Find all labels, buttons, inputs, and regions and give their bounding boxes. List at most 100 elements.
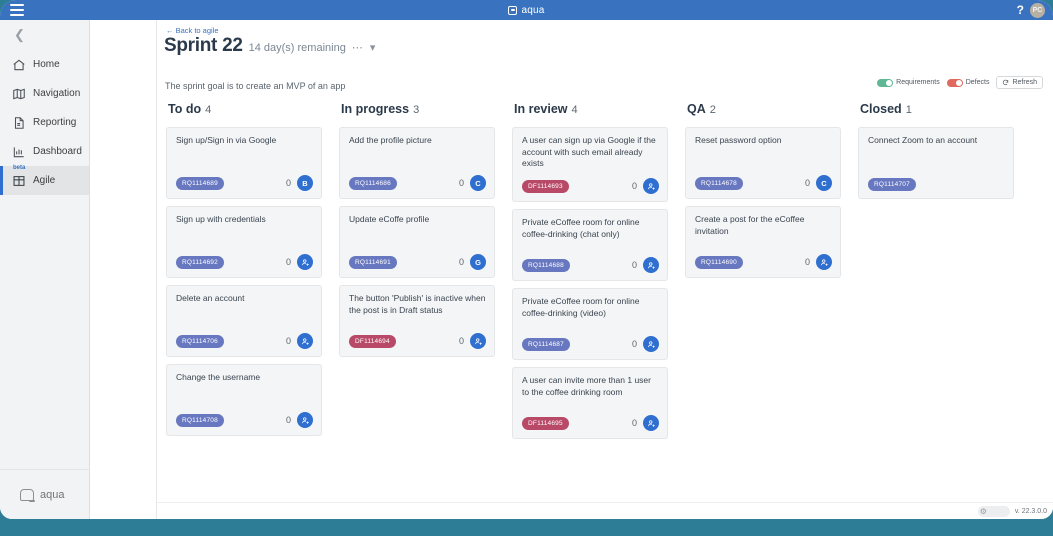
- sidebar-item-navigation[interactable]: Navigation: [0, 79, 89, 108]
- card-title: Update eCoffe profile: [349, 214, 430, 224]
- status-badge[interactable]: RQ1114688: [522, 258, 570, 272]
- status-badge[interactable]: RQ1114692: [176, 255, 224, 269]
- column-title: Closed: [860, 102, 902, 116]
- avatar[interactable]: G: [470, 254, 486, 270]
- board-card[interactable]: A user can invite more than 1 user to th…: [512, 367, 668, 440]
- sidebar-item-agile[interactable]: beta Agile: [0, 165, 89, 195]
- card-title: Private eCoffee room for online coffee-d…: [522, 296, 640, 318]
- status-badge[interactable]: RQ1114708: [176, 413, 224, 427]
- card-count: 0: [804, 178, 810, 188]
- add-user-icon[interactable]: [643, 257, 659, 274]
- defects-label: Defects: [965, 79, 990, 86]
- sidebar-item-reporting[interactable]: Reporting: [0, 108, 89, 137]
- sprint-header: Sprint 22 14 day(s) remaining ⋯ ▾: [164, 35, 376, 57]
- gear-icon[interactable]: ⚙: [979, 506, 987, 516]
- sidebar-item-home[interactable]: Home: [0, 50, 89, 79]
- document-icon: [12, 116, 26, 130]
- add-user-icon[interactable]: [816, 254, 832, 270]
- status-badge[interactable]: RQ1114691: [349, 255, 397, 269]
- add-user-icon[interactable]: [643, 178, 659, 195]
- card-footer: RQ1114706 0: [176, 333, 313, 349]
- sidebar-item-label: Agile: [33, 175, 56, 186]
- window-title: aqua: [0, 0, 1053, 20]
- column-title: In review: [514, 102, 568, 116]
- sprint-remaining-text: 14 day(s) remaining: [248, 42, 346, 54]
- card-title: Sign up/Sign in via Google: [176, 135, 277, 145]
- requirements-switch[interactable]: [877, 78, 894, 87]
- avatar[interactable]: C: [816, 175, 832, 191]
- card-count: 0: [285, 336, 291, 346]
- board-card[interactable]: Private eCoffee room for online coffee-d…: [512, 209, 668, 282]
- defects-toggle[interactable]: Defects: [946, 78, 990, 87]
- status-badge[interactable]: RQ1114690: [695, 255, 743, 269]
- card-count: 0: [285, 257, 291, 267]
- grid-icon: [12, 174, 26, 188]
- sidebar-item-dashboard[interactable]: Dashboard: [0, 137, 89, 166]
- status-badge[interactable]: RQ1114689: [176, 176, 224, 190]
- status-badge[interactable]: DF1114694: [349, 334, 396, 348]
- card-count: 0: [285, 415, 291, 425]
- status-badge[interactable]: RQ1114686: [349, 176, 397, 190]
- add-user-icon[interactable]: [470, 333, 486, 349]
- sprint-goal-text: The sprint goal is to create an MVP of a…: [165, 81, 346, 91]
- card-count: 0: [631, 418, 637, 429]
- board-card[interactable]: Private eCoffee room for online coffee-d…: [512, 288, 668, 361]
- add-user-icon[interactable]: [297, 412, 313, 428]
- hamburger-icon[interactable]: [10, 4, 24, 16]
- status-badge[interactable]: DF1114693: [522, 179, 569, 193]
- column-count: 2: [709, 104, 716, 116]
- add-user-icon[interactable]: [297, 254, 313, 270]
- card-title: Private eCoffee room for online coffee-d…: [522, 217, 640, 239]
- avatar[interactable]: PC: [1030, 2, 1045, 18]
- column-count: 3: [413, 104, 420, 116]
- avatar[interactable]: B: [297, 175, 313, 191]
- add-user-icon[interactable]: [297, 333, 313, 349]
- status-badge[interactable]: RQ1114687: [522, 337, 570, 351]
- title-bar: aqua ? PC: [0, 0, 1053, 20]
- card-count: 0: [285, 178, 291, 188]
- home-icon: [12, 58, 26, 72]
- board-card[interactable]: Create a post for the eCoffee invitation…: [685, 206, 841, 278]
- aqua-logo-text: aqua: [40, 488, 65, 501]
- status-badge[interactable]: RQ1114678: [695, 176, 743, 190]
- requirements-toggle[interactable]: Requirements: [877, 78, 940, 87]
- sidebar-item-label: Dashboard: [33, 146, 82, 157]
- column-title: In progress: [341, 102, 410, 116]
- defects-switch[interactable]: [946, 78, 963, 87]
- settings-toggle[interactable]: ⚙: [977, 505, 1010, 517]
- card-footer: RQ1114692 0: [176, 254, 313, 270]
- add-user-icon[interactable]: [643, 336, 659, 353]
- app-window: aqua ? PC ❮ Home Navigation: [0, 0, 1053, 519]
- back-to-agile-link[interactable]: ← Back to agile: [166, 26, 219, 35]
- card-count: 0: [458, 336, 464, 346]
- status-badge[interactable]: DF1114695: [522, 416, 569, 430]
- column-title: QA: [687, 102, 706, 116]
- board-toolbar: Requirements Defects Refresh: [877, 76, 1043, 89]
- column-count: 1: [905, 104, 912, 116]
- refresh-button[interactable]: Refresh: [996, 76, 1043, 89]
- board-card[interactable]: The button 'Publish' is inactive when th…: [339, 285, 495, 357]
- question-mark-icon[interactable]: ?: [1016, 3, 1024, 17]
- refresh-label: Refresh: [1012, 79, 1037, 86]
- card-count: 0: [804, 257, 810, 267]
- card-title: Delete an account: [176, 293, 245, 303]
- status-badge[interactable]: RQ1114707: [868, 178, 916, 191]
- board-card[interactable]: A user can sign up via Google if the acc…: [512, 127, 668, 203]
- add-user-icon[interactable]: [643, 415, 659, 432]
- status-badge[interactable]: RQ1114706: [176, 334, 224, 348]
- chevron-down-icon[interactable]: ▾: [369, 42, 377, 54]
- sprint-more-menu-icon[interactable]: ⋯: [351, 42, 364, 54]
- avatar[interactable]: C: [470, 175, 486, 191]
- chevron-left-icon[interactable]: ❮: [14, 27, 25, 42]
